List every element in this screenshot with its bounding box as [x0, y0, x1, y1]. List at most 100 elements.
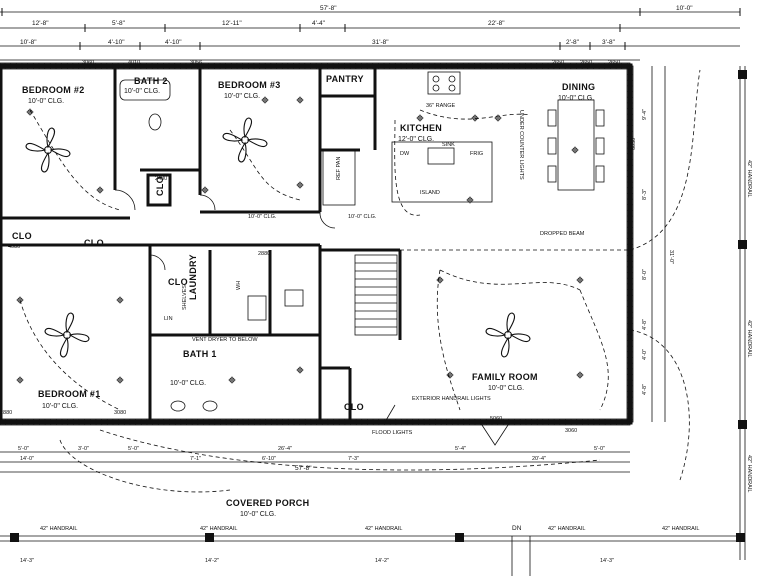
handrail-right-2: 42" HANDRAIL — [746, 320, 752, 357]
door-swings — [114, 189, 511, 446]
porch-dn: DN — [512, 525, 522, 532]
vent-dryer-label: VENT DRYER TO BELOW — [192, 337, 258, 343]
room-bedroom3: BEDROOM #3 — [218, 80, 281, 90]
dim-int-1: 2480 — [155, 176, 167, 182]
porch-outline: DN 42" HANDRAIL 42" HANDRAIL 42" HANDRAI… — [0, 66, 752, 576]
dim-int-8: 6050 — [631, 138, 637, 150]
room-bath2: BATH 2 — [134, 76, 168, 86]
fan-icon — [222, 117, 268, 163]
clo-1: CLO — [12, 231, 32, 241]
handrail-1: 42" HANDRAIL — [40, 526, 77, 532]
dim-bot-1: 5'-0" — [18, 446, 29, 452]
dim-bot-2: 3'-0" — [78, 446, 89, 452]
dim-top2-5: 2'-8" — [566, 39, 580, 46]
dim-bot2-2: 7'-1" — [190, 456, 201, 462]
clo-4: CLO — [344, 402, 364, 412]
dim-int-5: 3080 — [114, 410, 126, 416]
dim-right-4: 4'-8" — [642, 319, 648, 330]
room-labels: BEDROOM #2 10'-0" CLG. BATH 2 10'-0" CLG… — [22, 74, 595, 518]
electrical-wiring — [19, 69, 701, 493]
dim-bot-6: 5'-0" — [594, 446, 605, 452]
dim-right-6: 4'-8" — [642, 384, 648, 395]
clg-corridor-2: 10'-0" CLG. — [348, 214, 377, 220]
clg-kitchen: 12'-0" CLG. — [398, 136, 434, 143]
porch-dim-3: 14'-2" — [375, 558, 389, 564]
dining-table — [547, 99, 605, 191]
dim-int-2: 2880 — [258, 251, 270, 257]
clg-bedroom2: 10'-0" CLG. — [28, 98, 64, 105]
clo-2: CLO — [84, 238, 104, 248]
clg-corridor-1: 10'-0" CLG. — [248, 214, 277, 220]
clg-bedroom1: 10'-0" CLG. — [42, 403, 78, 410]
dim-top-2: 5'-8" — [112, 20, 126, 27]
dim-bot-3: 5'-0" — [128, 446, 139, 452]
dim-bot2-1: 14'-0" — [20, 456, 34, 462]
clg-bath1: 10'-0" CLG. — [170, 380, 206, 387]
dim-bot-4: 26'-4" — [278, 446, 292, 452]
ref-pan-label: REF PAN — [336, 157, 342, 180]
under-counter-label: UNDER COUNTER LIGHTS — [518, 110, 524, 180]
dim-right-3: 8'-0" — [642, 269, 648, 280]
dropped-beam-label: DROPPED BEAM — [540, 231, 585, 237]
shelves-label: SHELVES — [182, 285, 188, 310]
clg-bath2: 10'-0" CLG. — [124, 88, 160, 95]
clo-3: CLO — [155, 176, 165, 196]
room-kitchen: KITCHEN — [400, 123, 442, 133]
dim-top2-4: 31'-8" — [372, 39, 389, 46]
room-porch: COVERED PORCH — [226, 498, 309, 508]
room-family: FAMILY ROOM — [472, 372, 538, 382]
dim-right-overall: 31'-0" — [668, 250, 674, 264]
room-dining: DINING — [562, 82, 595, 92]
lin-label: LIN — [164, 316, 173, 322]
stairs — [354, 254, 398, 336]
dim-top-right: 10'-0" — [676, 5, 693, 12]
range-label: 36" RANGE — [426, 103, 455, 109]
misc-labels: CLO CLO CLO CLO CLO 36" RANGE SINK DW FR… — [0, 103, 637, 436]
dim-bot-overall: 57'-8" — [295, 465, 312, 472]
dim-top-1: 12'-8" — [32, 20, 49, 27]
dim-bot2-3: 6'-10" — [262, 456, 276, 462]
clg-dining: 10'-0" CLG. — [558, 95, 594, 102]
bottom-dimensions: 5'-0" 3'-0" 5'-0" 26'-4" 5'-4" 5'-0" 14'… — [0, 446, 630, 473]
dw-label: DW — [400, 151, 410, 157]
dim-top-overall: 57'-8" — [320, 5, 337, 12]
handrail-right-3: 42" HANDRAIL — [746, 455, 752, 492]
right-dimensions: 9'-4" 8'-3" 8'-0" 4'-8" 4'-0" 4'-8" 31'-… — [642, 66, 674, 422]
dim-right-5: 4'-0" — [642, 349, 648, 360]
dim-top2-6: 3'-8" — [602, 39, 616, 46]
kitchen-fixtures — [322, 71, 493, 206]
handrail-right-1: 42" HANDRAIL — [746, 160, 752, 197]
room-bedroom1: BEDROOM #1 — [38, 389, 101, 399]
clg-bedroom3: 10'-0" CLG. — [224, 93, 260, 100]
fan-icon — [485, 312, 531, 358]
dim-int-6: 5060 — [490, 416, 502, 422]
clg-porch: 10'-0" CLG. — [240, 511, 276, 518]
dim-top2-3: 4'-10" — [165, 39, 182, 46]
dim-top2-1: 10'-8" — [20, 39, 37, 46]
dim-top-5: 22'-8" — [488, 20, 505, 27]
handrail-2: 42" HANDRAIL — [200, 526, 237, 532]
fan-icon — [25, 127, 71, 173]
room-bedroom2: BEDROOM #2 — [22, 85, 85, 95]
island-label: ISLAND — [420, 190, 440, 196]
dim-bot-5: 5'-4" — [455, 446, 466, 452]
flood-lights-label: FLOOD LIGHTS — [372, 430, 413, 436]
dim-right-1: 9'-4" — [642, 109, 648, 120]
room-pantry: PANTRY — [326, 74, 364, 84]
clo-5: CLO — [168, 277, 188, 287]
dim-right-2: 8'-3" — [642, 189, 648, 200]
fan-icon — [44, 312, 90, 358]
exterior-walls — [0, 62, 634, 426]
dim-int-3: 4080 — [8, 244, 20, 250]
dim-top-4: 4'-4" — [312, 20, 326, 27]
top-dimensions: 57'-8" 10'-0" 12'-8" 5'-8" 12'-11" 4'-4"… — [0, 5, 741, 66]
dim-bot2-5: 20'-4" — [532, 456, 546, 462]
dim-top2-2: 4'-10" — [108, 39, 125, 46]
clg-family: 10'-0" CLG. — [488, 385, 524, 392]
room-laundry: LAUNDRY — [188, 254, 198, 300]
porch-dim-1: 14'-3" — [20, 558, 34, 564]
dim-int-4: 2880 — [0, 410, 12, 416]
porch-dim-4: 14'-3" — [600, 558, 614, 564]
handrail-5: 42" HANDRAIL — [662, 526, 699, 532]
